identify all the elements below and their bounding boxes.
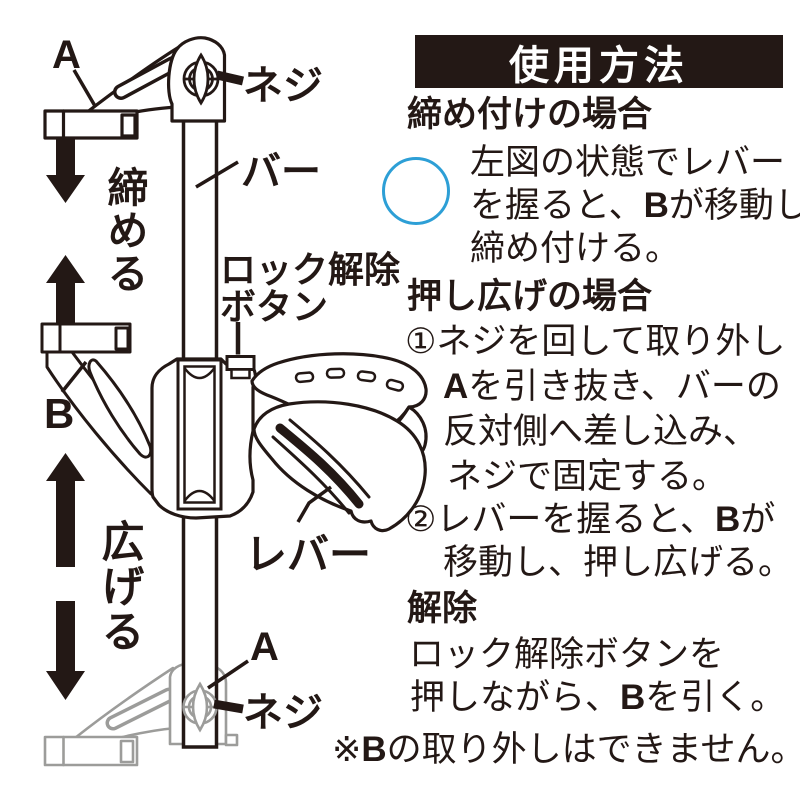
label-bottom-a: A: [250, 625, 279, 669]
leader-lines: [60, 69, 333, 714]
label-bottom-screw: ネジ: [243, 691, 323, 735]
spread-arrows: [46, 453, 85, 700]
release-line-1: ロック解除ボタンを: [409, 635, 725, 674]
tighten-line-2: を握ると、Bが移動し: [470, 186, 800, 225]
label-lever: レバー: [245, 531, 372, 578]
heading-tighten-case: 締め付けの場合: [407, 95, 653, 134]
spread-line-1: ①ネジを回して取り外し: [405, 322, 786, 361]
spread-line-3: 反対側へ差し込み、: [443, 412, 759, 451]
label-top-a: A: [52, 33, 81, 77]
release-line-2: 押しながら、Bを引く。: [410, 678, 786, 717]
spread-line-6: 移動し、押し広げる。: [443, 543, 794, 582]
spread-line-5: ②レバーを握ると、Bが: [405, 500, 776, 539]
label-lock-release-1: ロック解除: [220, 249, 401, 290]
arrow-up-icon: [46, 255, 85, 323]
tighten-line-1: 左図の状態でレバー: [470, 143, 786, 182]
note-line: ※Bの取り外しはできません。: [332, 730, 800, 769]
heading-spread-case: 押し広げの場合: [407, 277, 653, 316]
bottom-screw-icon: [182, 681, 218, 733]
usage-header-bar: 使用方法: [415, 35, 783, 88]
label-lock-release-2: ボタン: [220, 286, 329, 327]
usage-header-title: 使用方法: [509, 43, 689, 88]
arrow-up-icon: [46, 453, 85, 567]
label-spread: 広げる: [95, 519, 143, 654]
top-screw-icon: [182, 52, 220, 106]
arrow-down-icon: [46, 139, 85, 203]
blue-circle-mark: [382, 157, 450, 225]
arrow-down-icon: [46, 601, 85, 700]
tighten-arrows: [46, 139, 85, 323]
spread-line-4: ネジで固定する。: [447, 457, 728, 496]
spread-line-2: Aを引き抜き、バーの: [443, 367, 781, 406]
bar-channel: [176, 358, 223, 511]
lever-shape: [252, 400, 427, 533]
label-top-screw: ネジ: [243, 64, 323, 108]
clamp-diagram: [40, 36, 428, 767]
label-tighten: 締める: [101, 166, 147, 295]
label-bar: バー: [241, 150, 321, 194]
heading-release: 解除: [407, 589, 478, 628]
lock-release-button-shape: [225, 355, 256, 380]
label-jaw-b: B: [44, 390, 75, 437]
tighten-line-3: 締め付ける。: [470, 229, 681, 268]
